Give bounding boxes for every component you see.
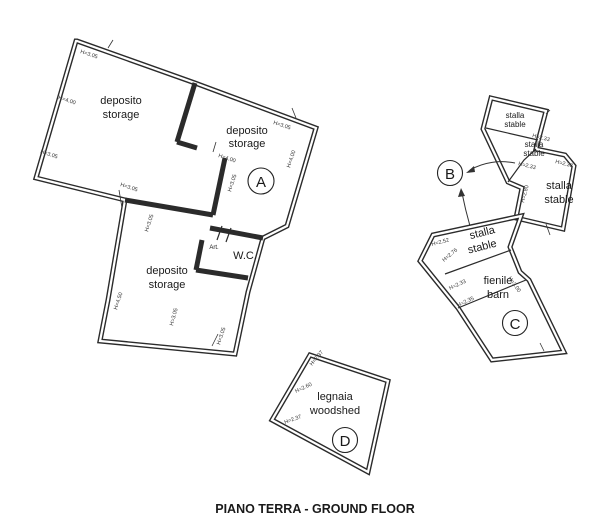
stable-3-name: stalla (546, 180, 573, 192)
building-d: legnaia woodshed H=2.37 H=2.60 H=2.37 D (268, 350, 391, 476)
stable-2-name: stalla (525, 140, 544, 149)
height-label: H=3.05 (119, 182, 138, 193)
height-label: H=4.00 (217, 153, 236, 164)
building-a-letter: A (256, 174, 266, 191)
stable-1-translation: stable (504, 120, 526, 129)
building-b-marker (436, 159, 464, 187)
height-label: H=3.05 (39, 149, 58, 160)
room-2-name: deposito (226, 125, 268, 137)
room-1-name: deposito (100, 95, 142, 107)
art-label: Art. (209, 245, 219, 251)
floor-plan-title: PIANO TERRA - GROUND FLOOR (215, 502, 415, 516)
height-label: H=3.05 (272, 120, 291, 131)
building-a: deposito storage deposito storage deposi… (32, 38, 320, 357)
building-c: stalla stable fienile barn H=2.52 H=2.76… (417, 212, 568, 363)
height-label: H=3.05 (144, 214, 155, 233)
height-label: H=3.05 (216, 327, 227, 346)
stable-2-translation: stable (523, 149, 545, 158)
stable-1-name: stalla (506, 111, 525, 120)
height-label: H=4.00 (57, 95, 76, 106)
height-label: H=2.35 (456, 296, 475, 309)
room-1-translation: storage (103, 109, 140, 121)
height-label: H=2.80 (520, 185, 530, 204)
barn-name: fienile (484, 275, 513, 287)
building-b: stalla stable stalla stable stalla stabl… (436, 95, 577, 236)
room-3-name: deposito (146, 265, 188, 277)
building-c-marker (501, 309, 529, 337)
room-2-translation: storage (229, 138, 266, 150)
height-label: H=3.05 (227, 174, 238, 193)
room-3-translation: storage (149, 279, 186, 291)
height-label: H=2.52 (431, 238, 450, 248)
arrow-head (466, 166, 475, 173)
building-a-marker (247, 167, 275, 195)
height-label: H=2.33 (555, 159, 574, 169)
building-d-marker (331, 426, 359, 454)
wc-label: W.C. (233, 250, 257, 262)
height-label: H=2.76 (441, 247, 459, 263)
height-label: H=2.33 (448, 279, 467, 292)
arrow-to-b (461, 192, 471, 227)
height-label: H=3.05 (79, 49, 98, 60)
height-label: H=4.00 (286, 150, 297, 169)
building-d-letter: D (340, 433, 351, 450)
height-label: H=3.05 (169, 308, 179, 327)
arrow-to-b (469, 161, 516, 171)
building-b-letter: B (445, 166, 455, 183)
woodshed-translation: woodshed (309, 405, 360, 417)
height-label: H=2.37 (284, 414, 303, 426)
height-label: H=2.33 (532, 133, 551, 143)
height-label: H=2.60 (294, 382, 313, 395)
height-label: H=2.33 (518, 161, 537, 171)
stable-3-translation: stable (544, 194, 573, 206)
barn-translation: barn (487, 289, 509, 301)
woodshed-name: legnaia (317, 391, 353, 403)
arrow-head (458, 188, 465, 197)
height-label: H=4.50 (113, 292, 124, 311)
building-c-letter: C (510, 316, 521, 333)
